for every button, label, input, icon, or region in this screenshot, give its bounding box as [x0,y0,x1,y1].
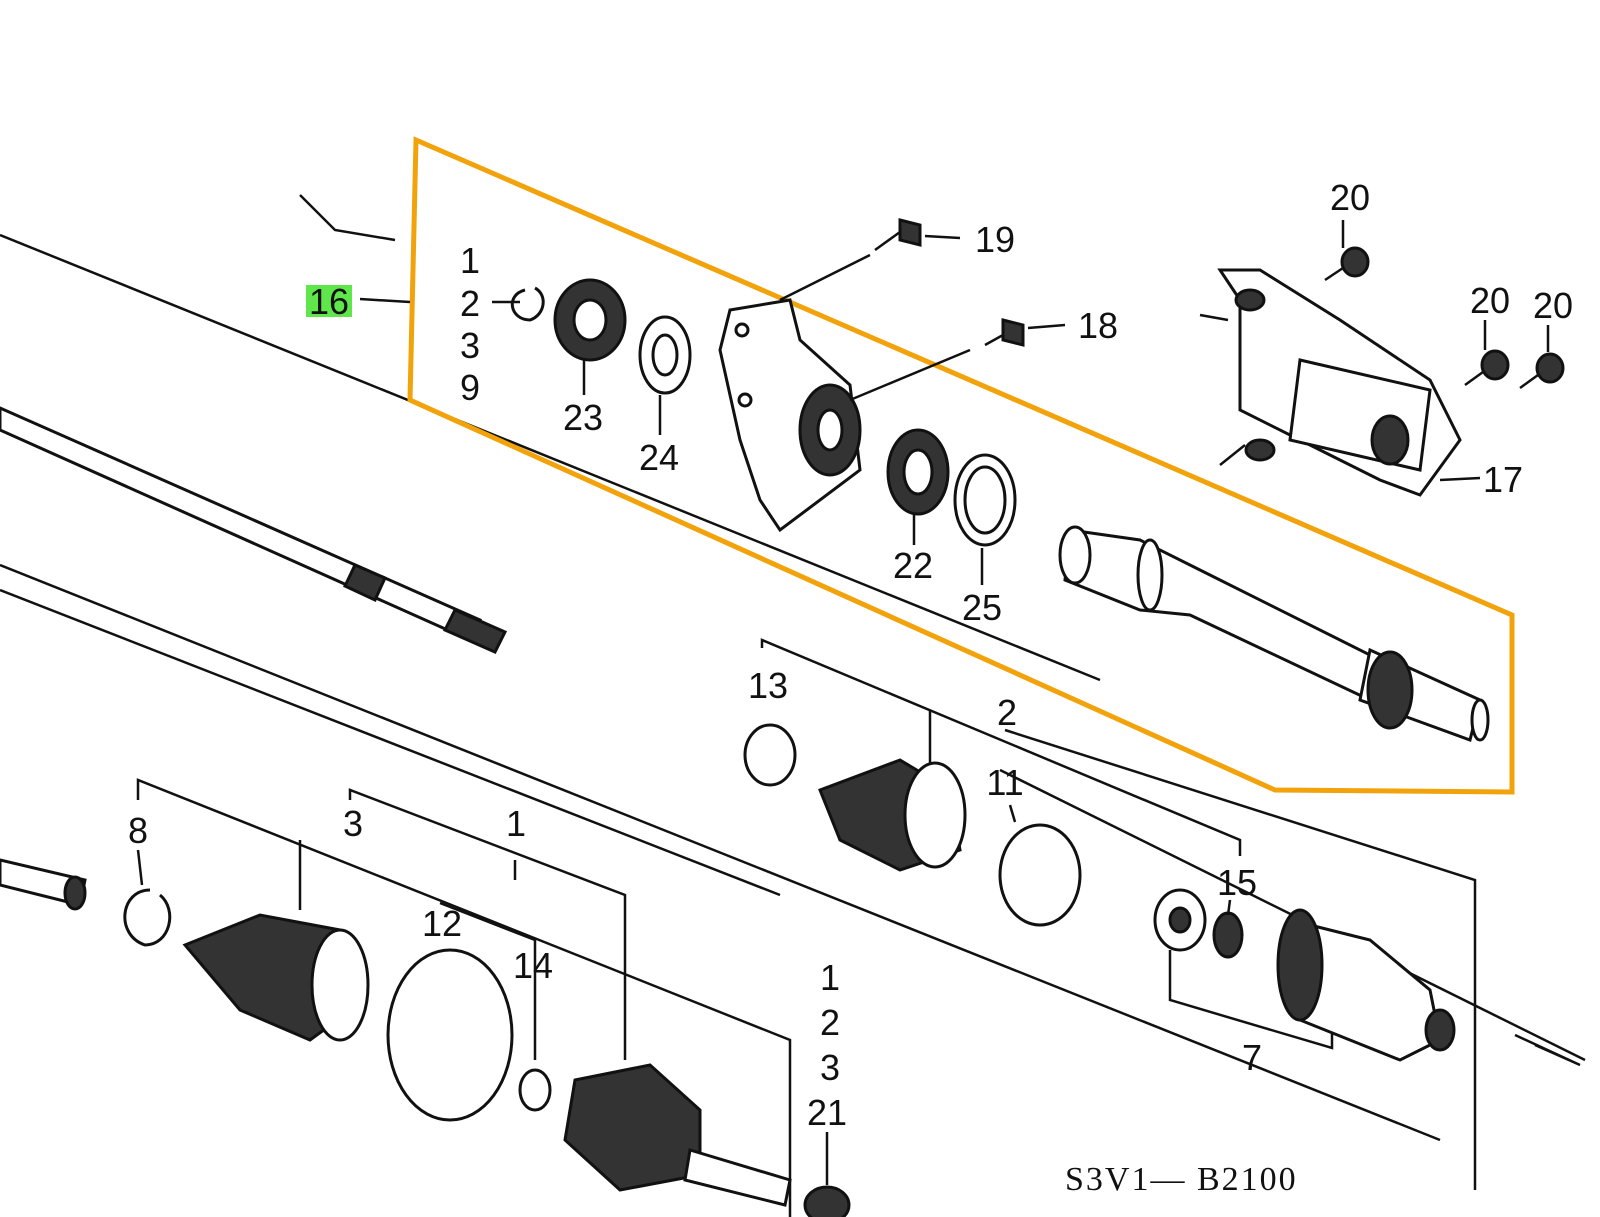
intermediate-shaft [1058,525,1490,742]
callout-3-lower-left: 3 [343,803,363,844]
bolt-19 [779,218,961,302]
callout-8: 8 [128,810,148,851]
bearing-support-bracket [718,298,862,533]
tripod-joint-spider [1153,888,1207,952]
bolt-20-top [1324,220,1370,282]
callout-20-right: 20 [1533,285,1573,326]
callout-13: 13 [748,665,788,706]
callout-3-bottom: 3 [820,1047,840,1088]
callout-21: 21 [807,1092,847,1133]
boot-band-12 [386,948,514,1122]
callout-11: 11 [986,762,1023,803]
callout-1-bottom: 1 [820,957,840,998]
bracket-lines-lower-right [760,638,1477,1190]
outboard-boot-2 [818,758,967,872]
callout-2-lower-right: 2 [997,692,1017,733]
callout-22: 22 [893,545,933,586]
half-shaft [0,406,508,654]
circlip-8 [123,888,172,947]
bolt-18 [849,318,1066,402]
callout-1-lower-left: 1 [506,803,526,844]
callout-19: 19 [975,219,1015,260]
callout-17: 17 [1483,459,1523,500]
guide-lines [0,194,1586,1142]
boot-band-13 [743,723,797,787]
callout-15: 15 [1217,862,1257,903]
bolt-20-mid [1464,320,1510,387]
callout-20-mid: 20 [1470,280,1510,321]
bearing-support-17 [1199,268,1481,497]
callout-12: 12 [422,903,462,944]
callout-24: 24 [639,437,679,478]
outboard-joint-7 [1276,908,1456,1062]
callout-25: 25 [962,587,1002,628]
circlip-15 [1212,911,1244,959]
callout-2-upper: 2 [460,283,480,324]
inboard-joint-1 [563,1063,792,1207]
callout-20-top: 20 [1330,177,1370,218]
callout-labels: 1 2 3 9 23 24 19 18 22 25 20 20 20 17 13… [128,177,1573,1185]
seal-21 [803,1185,851,1217]
bolt-20-right [1519,325,1565,390]
callout-18: 18 [1078,305,1118,346]
assembly-16-label[interactable]: 16 [309,281,349,322]
assembly-16-highlight-outline [407,136,1515,795]
callout-3-upper: 3 [460,325,480,366]
drawing-code: S3V1— B2100 [1065,1161,1298,1198]
circlip-14 [518,1068,552,1112]
callout-1-upper: 1 [460,240,480,281]
circlip-2 [510,286,545,322]
bracket-lines-lower-left [136,778,792,1217]
callout-14: 14 [513,945,553,986]
assembly-16-tag[interactable] [306,285,352,317]
callout-7: 7 [1242,1037,1262,1078]
axle-stub-left [0,858,87,911]
callout-23: 23 [563,397,603,438]
boot-band-11 [998,823,1082,927]
callout-2-bottom: 2 [820,1002,840,1043]
callout-9: 9 [460,367,480,408]
inboard-boot-3 [182,913,370,1042]
